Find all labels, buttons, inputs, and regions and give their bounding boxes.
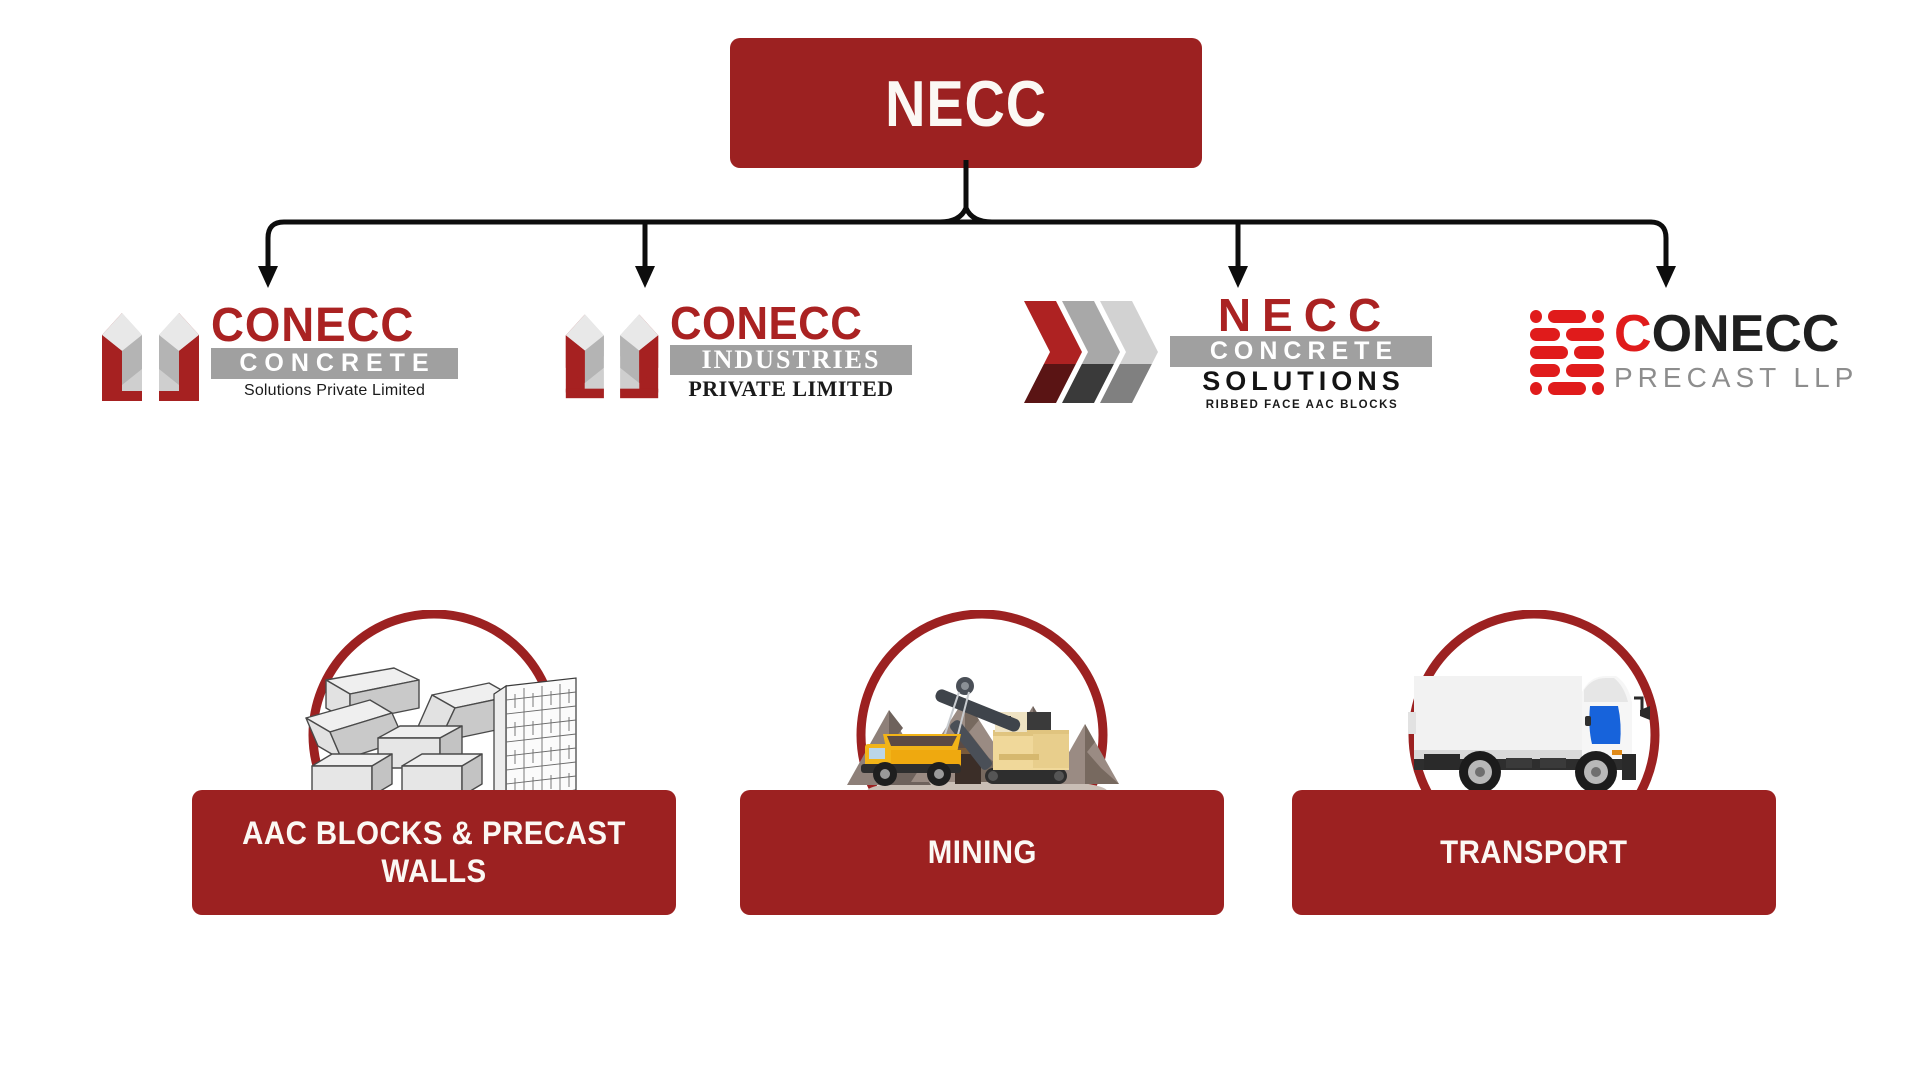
conecc-concrete-wordmark: CONECC CONCRETE Solutions Private Limite… bbox=[211, 298, 458, 400]
logo4-line2: PRECAST LLP bbox=[1614, 361, 1859, 393]
subsidiary-logo-necc-concrete-solutions[interactable]: NECC CONCRETE SOLUTIONS RIBBED FACE AAC … bbox=[1022, 282, 1432, 422]
blocks-and-brick-wall-illustration bbox=[305, 667, 577, 803]
logo3-line4: RIBBED FACE AAC BLOCKS bbox=[1205, 398, 1399, 411]
logo3-line2: CONCRETE bbox=[1170, 335, 1432, 367]
necc-concrete-solutions-wordmark: NECC CONCRETE SOLUTIONS RIBBED FACE AAC … bbox=[1170, 288, 1432, 411]
subsidiary-logo-conecc-industries[interactable]: CONECC INDUSTRIES PRIVATE LIMITED bbox=[562, 282, 912, 422]
logo1-line3: Solutions Private Limited bbox=[243, 382, 426, 400]
card-label-aac-blocks: AAC BLOCKS & PRECAST WALLS bbox=[242, 814, 626, 889]
logo4-line1-rest: ONECC bbox=[1651, 305, 1840, 364]
mining-site-illustration bbox=[847, 677, 1119, 804]
connector-lines bbox=[258, 160, 1676, 288]
card-label-transport: TRANSPORT bbox=[1440, 833, 1628, 870]
business-unit-card-aac-blocks[interactable]: AAC BLOCKS & PRECAST WALLS bbox=[192, 610, 676, 940]
logo4-line1-accent: C bbox=[1614, 305, 1652, 364]
logo3-line1: NECC bbox=[1217, 288, 1393, 341]
box-truck-illustration bbox=[1408, 676, 1650, 793]
logo2-line2: INDUSTRIES bbox=[670, 344, 912, 375]
subsidiary-logo-conecc-precast-llp[interactable]: C ONECC PRECAST LLP bbox=[1528, 282, 1893, 422]
conecc-industries-wordmark: CONECC INDUSTRIES PRIVATE LIMITED bbox=[670, 297, 912, 401]
card-label-box-transport[interactable]: TRANSPORT bbox=[1292, 790, 1776, 915]
twin-building-mark-icon bbox=[102, 312, 199, 401]
card-label-box-mining[interactable]: MINING bbox=[740, 790, 1224, 915]
logo1-line2: CONCRETE bbox=[211, 348, 458, 380]
brick-pattern-mark-icon bbox=[1530, 310, 1604, 395]
business-unit-card-mining[interactable]: MINING bbox=[740, 610, 1224, 940]
logo3-line3: SOLUTIONS bbox=[1202, 365, 1405, 396]
root-node-title: NECC bbox=[885, 66, 1047, 140]
chevron-stack-mark-icon bbox=[1024, 301, 1158, 403]
logo2-line1: CONECC bbox=[670, 297, 863, 350]
twin-building-mark-icon bbox=[565, 314, 659, 399]
conecc-precast-wordmark: C ONECC PRECAST LLP bbox=[1614, 305, 1893, 393]
card-label-mining: MINING bbox=[927, 833, 1037, 870]
logo2-line3: PRIVATE LIMITED bbox=[688, 375, 894, 401]
subsidiary-logo-conecc-concrete[interactable]: CONECC CONCRETE Solutions Private Limite… bbox=[98, 282, 458, 422]
logo1-line1: CONECC bbox=[211, 298, 415, 352]
root-node-necc[interactable]: NECC bbox=[730, 38, 1202, 168]
subsidiary-logo-row: CONECC CONCRETE Solutions Private Limite… bbox=[0, 282, 1920, 422]
business-unit-card-transport[interactable]: TRANSPORT bbox=[1292, 610, 1776, 940]
card-label-box-aac-blocks[interactable]: AAC BLOCKS & PRECAST WALLS bbox=[192, 790, 676, 915]
